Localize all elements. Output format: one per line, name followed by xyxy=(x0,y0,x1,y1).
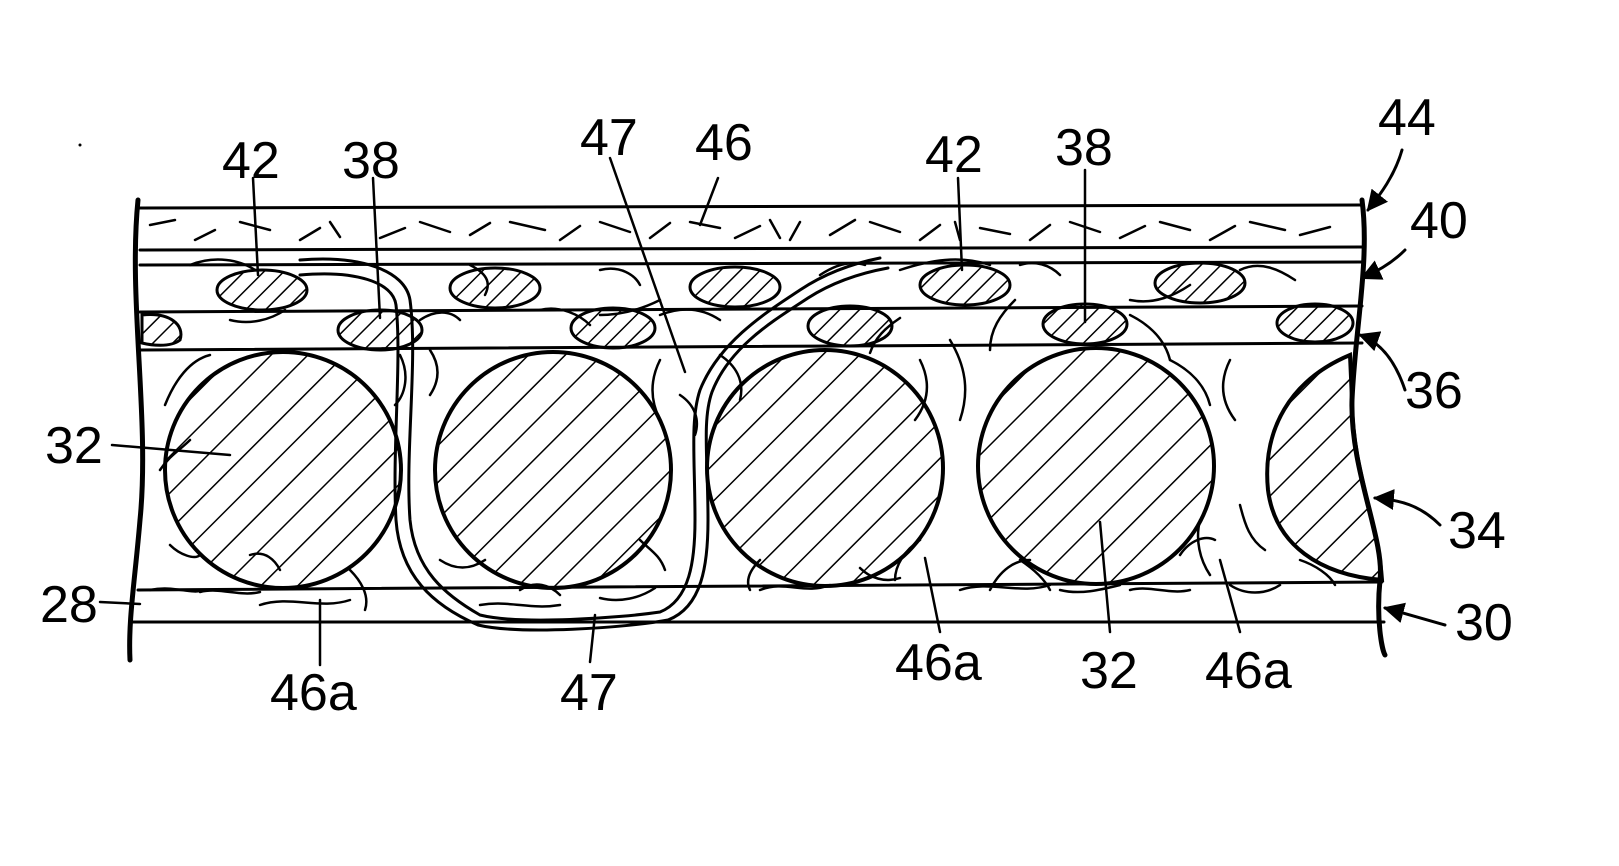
label-46a-right: 46a xyxy=(1205,642,1292,700)
label-42-left: 42 xyxy=(222,132,280,190)
label-40: 40 xyxy=(1410,192,1468,250)
label-36: 36 xyxy=(1405,362,1463,420)
label-42-right: 42 xyxy=(925,126,983,184)
label-28: 28 xyxy=(40,576,98,634)
label-38-left: 38 xyxy=(342,132,400,190)
label-46: 46 xyxy=(695,114,753,172)
label-44: 44 xyxy=(1378,89,1436,147)
label-38-right: 38 xyxy=(1055,119,1113,177)
label-30: 30 xyxy=(1455,594,1513,652)
fiber-layer-46 xyxy=(150,220,1330,240)
label-46a-middle: 46a xyxy=(895,634,982,692)
label-34: 34 xyxy=(1448,502,1506,560)
label-46a-left: 46a xyxy=(270,664,357,722)
speck xyxy=(79,144,82,147)
label-32-bottom: 32 xyxy=(1080,642,1138,700)
label-47-bottom: 47 xyxy=(560,664,618,722)
label-32-left: 32 xyxy=(45,417,103,475)
label-47-top: 47 xyxy=(580,109,638,167)
